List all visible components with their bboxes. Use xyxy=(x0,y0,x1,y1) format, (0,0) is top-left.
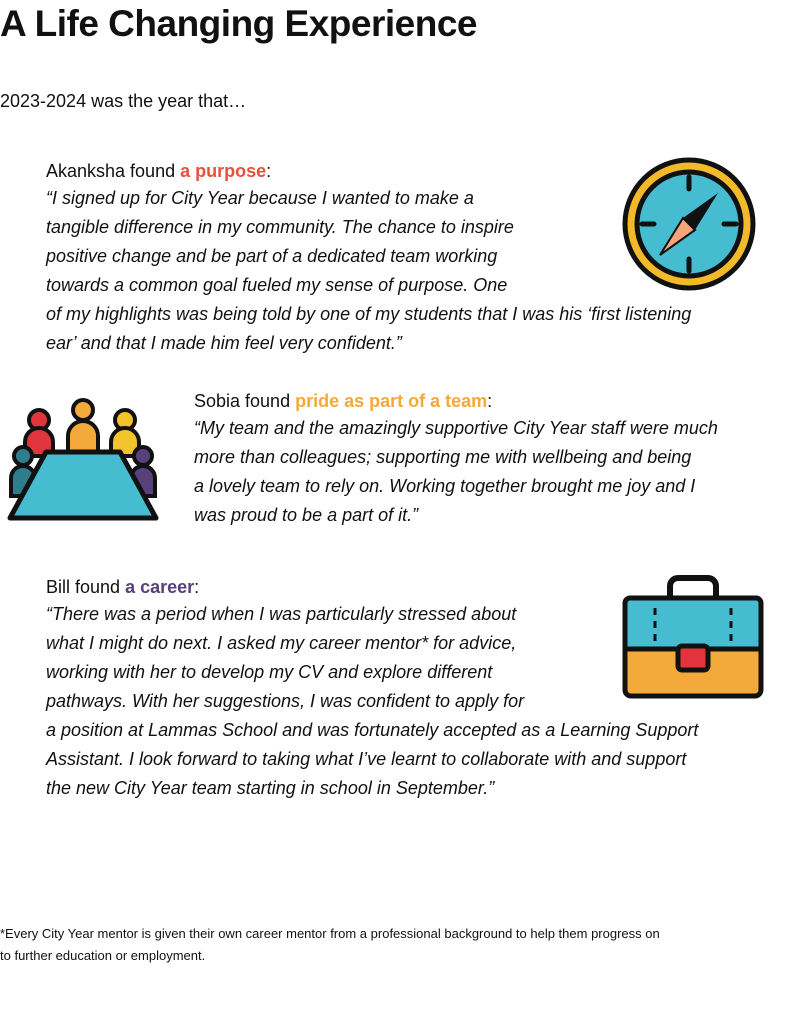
quote-line: of my highlights was being told by one o… xyxy=(46,304,692,324)
team-meeting-icon xyxy=(7,398,159,521)
quote-line: the new City Year team starting in schoo… xyxy=(46,778,495,798)
quote-line: a position at Lammas School and was fort… xyxy=(46,720,699,740)
story-quote: “There was a period when I was particula… xyxy=(46,600,698,803)
story-suffix: : xyxy=(487,391,493,411)
quote-line: “I signed up for City Year because I wan… xyxy=(46,188,474,208)
story-highlight: a purpose xyxy=(180,161,267,181)
story-sobia: Sobia found pride as part of a team: “My… xyxy=(194,388,718,530)
story-highlight: a career xyxy=(125,577,195,597)
story-bill: Bill found a career: “There was a period… xyxy=(46,574,698,803)
footnote-line: to further education or employment. xyxy=(0,948,206,963)
quote-line: working with her to develop my CV and ex… xyxy=(46,662,493,682)
story-suffix: : xyxy=(194,577,200,597)
story-name: Akanksha found xyxy=(46,161,181,181)
briefcase-icon xyxy=(622,575,764,699)
story-heading: Akanksha found a purpose: xyxy=(46,158,691,184)
quote-line: what I might do next. I asked my career … xyxy=(46,633,517,653)
story-suffix: : xyxy=(266,161,272,181)
story-akanksha: Akanksha found a purpose: “I signed up f… xyxy=(46,158,691,358)
quote-line: towards a common goal fueled my sense of… xyxy=(46,275,508,295)
intro-text: 2023-2024 was the year that… xyxy=(0,91,247,111)
quote-line: “My team and the amazingly supportive Ci… xyxy=(194,418,718,438)
footnote-line: *Every City Year mentor is given their o… xyxy=(0,926,660,941)
story-name: Bill found xyxy=(46,577,126,597)
compass-icon xyxy=(622,157,756,291)
story-heading: Bill found a career: xyxy=(46,574,698,600)
quote-line: positive change and be part of a dedicat… xyxy=(46,246,498,266)
quote-line: pathways. With her suggestions, I was co… xyxy=(46,691,525,711)
quote-line: “There was a period when I was particula… xyxy=(46,604,517,624)
quote-line: a lovely team to rely on. Working togeth… xyxy=(194,476,696,496)
story-quote: “I signed up for City Year because I wan… xyxy=(46,184,691,358)
quote-line: more than colleagues; supporting me with… xyxy=(194,447,692,467)
footnote: *Every City Year mentor is given their o… xyxy=(0,923,780,967)
story-heading: Sobia found pride as part of a team: xyxy=(194,388,718,414)
story-quote: “My team and the amazingly supportive Ci… xyxy=(194,414,718,530)
story-highlight: pride as part of a team xyxy=(295,391,488,411)
quote-line: Assistant. I look forward to taking what… xyxy=(46,749,687,769)
quote-line: ear’ and that I made him feel very confi… xyxy=(46,333,402,353)
page-title: A Life Changing Experience xyxy=(0,3,478,44)
story-name: Sobia found xyxy=(194,391,296,411)
quote-line: was proud to be a part of it.” xyxy=(194,505,419,525)
quote-line: tangible difference in my community. The… xyxy=(46,217,514,237)
